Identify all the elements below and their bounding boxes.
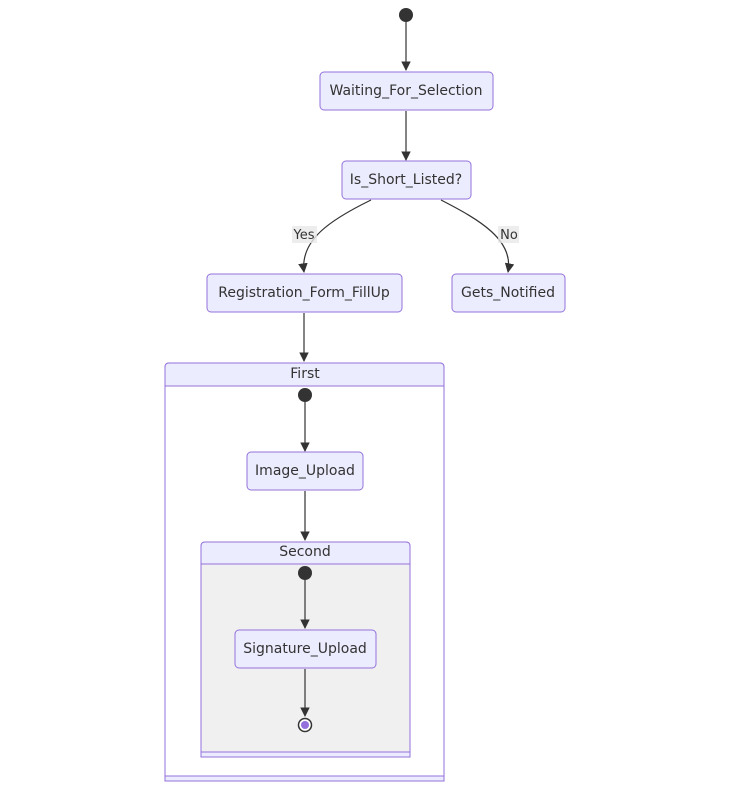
state-registration-form-fillup: Registration_Form_FillUp (206, 273, 403, 313)
state-shortlisted-label: Is_Short_Listed? (350, 172, 462, 188)
state-signature-upload-box (234, 629, 377, 669)
edges (298, 22, 515, 717)
state-waiting-label: Waiting_For_Selection (330, 83, 483, 99)
edge-shortlisted-to-registration (298, 199, 372, 273)
state-registration-box (206, 273, 403, 313)
state-image-upload-box (246, 451, 364, 491)
edge-label-no-bg (498, 226, 519, 243)
edge-label-yes: Yes (292, 226, 317, 243)
state-shortlisted-box (341, 160, 472, 200)
state-waiting-for-selection: Waiting_For_Selection (319, 71, 494, 111)
state-image-upload: Image_Upload (246, 451, 364, 491)
edge-label-no-text: No (500, 228, 518, 243)
end-state-core (301, 721, 309, 729)
second-end-state-icon (297, 717, 313, 733)
first-start-state-icon (298, 388, 312, 402)
edge-label-no: No (498, 226, 519, 243)
state-signature-upload-label: Signature_Upload (243, 641, 367, 657)
edge-shortlisted-to-notified (440, 199, 515, 273)
state-notified-label: Gets_Notified (461, 285, 555, 301)
state-gets-notified: Gets_Notified (451, 273, 566, 313)
edge-label-yes-bg (292, 226, 317, 243)
composite-second-header (200, 541, 411, 565)
composite-second-footer (200, 751, 411, 758)
state-notified-box (451, 273, 566, 313)
second-start-state-icon (298, 566, 312, 580)
composite-second-title: Second (279, 544, 331, 560)
edge-label-yes-text: Yes (293, 228, 315, 243)
state-is-short-listed: Is_Short_Listed? (341, 160, 472, 200)
composite-first-title: First (290, 366, 320, 382)
composite-first-footer (164, 775, 445, 782)
composite-first-header (164, 362, 445, 387)
state-waiting-box (319, 71, 494, 111)
state-registration-label: Registration_Form_FillUp (218, 285, 390, 301)
start-state-icon (399, 8, 413, 22)
state-signature-upload: Signature_Upload (234, 629, 377, 669)
state-image-upload-label: Image_Upload (255, 463, 355, 479)
